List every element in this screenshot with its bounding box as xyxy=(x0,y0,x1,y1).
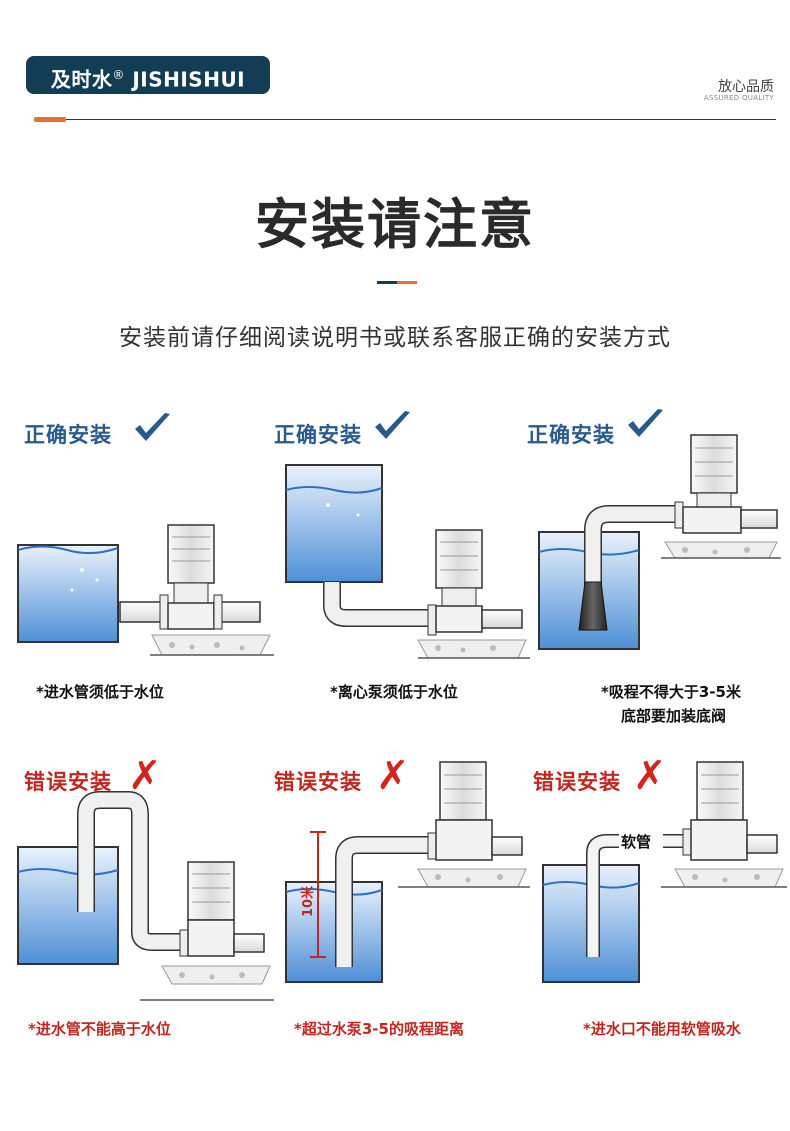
hose-label: 软管 xyxy=(621,833,651,851)
panel-caption: *进水口不能用软管吸水 xyxy=(583,1020,741,1038)
panel-caption-line-2: 底部要加装底阀 xyxy=(621,707,727,725)
header-divider xyxy=(34,119,776,120)
panel-label: 正确安装 xyxy=(274,423,362,447)
diagram-correct-1 xyxy=(17,524,274,656)
panel-caption: *进水管须低于水位 xyxy=(36,683,164,701)
check-icon xyxy=(375,411,410,439)
diagram-wrong-2: 10米 xyxy=(285,761,530,983)
panel-correct-1: 正确安装 *进水管须低于水位 xyxy=(12,405,274,745)
header-accent xyxy=(34,117,66,122)
panel-label: 错误安装 xyxy=(274,770,362,794)
panel-label: 错误安装 xyxy=(533,770,621,794)
panel-wrong-2: 错误安装 ✗ 10米 *超过水泵3-5的吸程距离 xyxy=(268,752,530,1092)
registered-mark: ® xyxy=(112,68,125,82)
panel-label: 正确安装 xyxy=(24,423,112,447)
diagram-wrong-3: 软管 xyxy=(542,761,787,983)
brand-logo: 及时水® JISHISHUI xyxy=(26,56,270,94)
tagline-en: ASSURED QUALITY xyxy=(703,94,774,102)
panel-caption: *超过水泵3-5的吸程距离 xyxy=(294,1020,464,1038)
cross-icon: ✗ xyxy=(128,753,162,799)
panel-correct-3: 正确安装 *吸程不得大于3-5米 底部要加装底阀 xyxy=(525,405,785,745)
page-title: 安装请注意 xyxy=(255,193,535,256)
dimension-label: 10米 xyxy=(300,885,316,917)
page-subtitle: 安装前请仔细阅读说明书或联系客服正确的安装方式 xyxy=(119,325,671,351)
diagram-correct-2 xyxy=(285,464,530,659)
panel-caption-line-1: *吸程不得大于3-5米 xyxy=(601,683,741,701)
title-underline-dark xyxy=(377,281,397,284)
panel-wrong-1: 错误安装 ✗ *进水管不能高于水位 xyxy=(12,752,274,1092)
panel-wrong-3: 错误安装 ✗ 软管 *进水口不能用软管吸水 xyxy=(525,752,787,1092)
check-icon xyxy=(135,413,170,441)
check-icon xyxy=(628,409,663,437)
tagline-cn: 放心品质 xyxy=(718,79,774,95)
panel-caption: *离心泵须低于水位 xyxy=(330,683,458,701)
panel-correct-2: 正确安装 *离心泵须低于水位 xyxy=(268,405,530,745)
title-underline-accent xyxy=(397,281,417,284)
panel-caption: *进水管不能高于水位 xyxy=(28,1020,171,1038)
diagram-wrong-1 xyxy=(17,791,274,1001)
cross-icon: ✗ xyxy=(376,753,410,799)
brand-latin: JISHISHUI xyxy=(132,67,246,92)
panel-label: 错误安装 xyxy=(24,770,112,794)
diagram-correct-3 xyxy=(538,434,781,650)
cross-icon: ✗ xyxy=(633,753,667,799)
brand-name: 及时水 xyxy=(50,67,113,92)
panel-label: 正确安装 xyxy=(527,423,615,447)
